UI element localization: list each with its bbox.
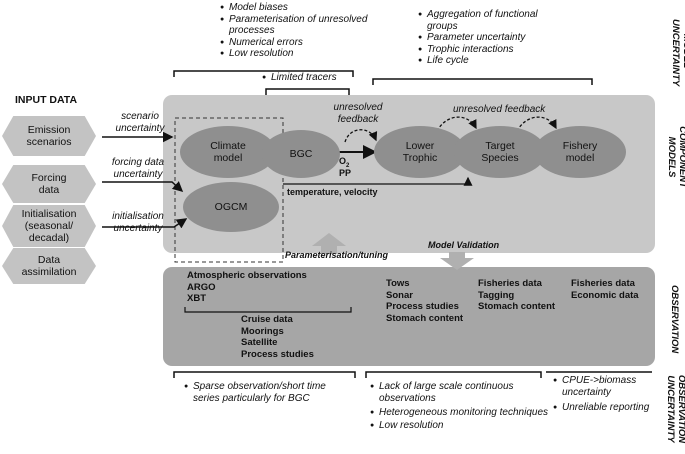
obs-col1-top: Atmospheric observations ARGO XBT — [187, 270, 307, 305]
list-item: ARGO — [187, 281, 216, 293]
connectors-layer — [102, 70, 652, 378]
obs-col2: Tows Sonar Process studies Stomach conte… — [386, 278, 463, 324]
bracket-model-b — [265, 88, 350, 95]
list-item: Aggregation of functional groups — [418, 9, 552, 32]
list-item: Stomach content — [386, 312, 464, 324]
list-item: Limited tracers — [262, 72, 337, 84]
model-uncertainty-list-b: Limited tracers — [262, 72, 337, 84]
model-uncertainty-list-a: Model biases Parameterisation of unresol… — [220, 2, 369, 60]
list-item: Sonar — [386, 289, 413, 301]
model-validation-label: Model Validation — [428, 240, 500, 250]
scenario-uncertainty-text: scenario uncertainty — [115, 111, 165, 134]
input-emission-scenarios: Emission scenarios — [2, 116, 96, 156]
bracket-obs-a — [173, 371, 356, 378]
model-uncertainty-list-c: Aggregation of functional groups Paramet… — [418, 9, 552, 67]
obs-col4: Fisheries data Economic data — [571, 278, 639, 301]
obs-col1-bottom: Cruise data Moorings Satellite Process s… — [241, 314, 314, 360]
list-item: Satellite — [241, 337, 278, 348]
feedback-arc-2 — [436, 116, 477, 132]
list-item: Economic data — [571, 289, 639, 301]
list-item: Numerical errors — [220, 37, 369, 49]
obs-uncertainty-list-c: CPUE->biomass uncertainty Unreliable rep… — [553, 375, 653, 414]
obs-uncertainty-list-a: Sparse observation/short time series par… — [184, 381, 334, 404]
list-item: Atmospheric observations — [187, 270, 307, 281]
list-item: Sparse observation/short time series par… — [184, 381, 334, 404]
arrow-temp-velocity — [283, 176, 473, 186]
input-data-assimilation: Data assimilation — [2, 248, 96, 284]
list-item: Process studies — [241, 348, 314, 360]
list-item: Life cycle — [418, 55, 552, 67]
pp-label: PP — [339, 168, 352, 178]
model-uncertainty-label: MODEL UNCERTAINTY — [670, 19, 685, 87]
list-item: Model biases — [220, 2, 369, 14]
node-lower-trophic: Lower Trophic — [374, 126, 466, 178]
list-item: Moorings — [241, 325, 284, 337]
o2-label: O2 — [339, 156, 350, 169]
feedback-label-2: unresolved feedback — [453, 104, 546, 115]
input-data-heading: INPUT DATA — [15, 94, 78, 106]
node-climate-model: Climate model — [180, 126, 276, 178]
list-item: Trophic interactions — [418, 44, 552, 56]
list-item: Low resolution — [370, 420, 540, 432]
model-validation-arrow — [440, 252, 474, 270]
bracket-model-a — [173, 70, 354, 77]
arrow-forcing — [102, 181, 184, 193]
feedback-label-1: unresolved feedback — [333, 102, 383, 125]
feedback-arc-1 — [344, 129, 378, 143]
list-item: Tagging — [478, 289, 515, 301]
forcing-uncertainty-text: forcing data uncertainty — [111, 157, 165, 180]
list-item: Heterogeneous monitoring techniques — [370, 407, 548, 419]
list-item: Fisheries data — [478, 278, 542, 289]
param-tuning-arrow — [312, 233, 346, 254]
initialisation-uncertainty-text: initialisation uncertainty — [112, 211, 164, 234]
bracket-model-c — [372, 78, 593, 85]
list-item: Lack of large scale continuous observati… — [370, 381, 519, 404]
list-item: Stomach content — [478, 301, 556, 312]
input-initialisation: Initialisation (seasonal/ decadal) — [2, 205, 96, 247]
component-models-label: COMPONENT MODELS — [666, 126, 685, 188]
bracket-xbt — [184, 307, 352, 313]
node-fishery-model: Fishery model — [534, 126, 626, 178]
list-item: Process studies — [386, 301, 459, 312]
temperature-velocity-label: temperature, velocity — [287, 187, 378, 197]
list-item: Fisheries data — [571, 278, 635, 289]
obs-col3: Fisheries data Tagging Stomach content — [478, 278, 555, 313]
node-ogcm: OGCM — [183, 182, 279, 232]
observation-uncertainty-label: OBSERVATION UNCERTAINTY — [665, 374, 685, 444]
list-item: Tows — [386, 278, 410, 289]
list-item: CPUE->biomass uncertainty — [553, 375, 652, 398]
list-item: Parameterisation of unresolved processes — [220, 14, 369, 37]
node-target-species: Target Species — [454, 126, 546, 178]
observation-panel — [163, 267, 655, 366]
list-item: Parameter uncertainty — [418, 32, 552, 44]
obs-uncertainty-list-b: Lack of large scale continuous observati… — [370, 381, 548, 432]
arrow-initialisation — [102, 218, 188, 229]
bracket-obs-b — [365, 371, 542, 378]
list-item: Low resolution — [220, 48, 369, 60]
param-tuning-label: Parameterisation/tuning — [285, 250, 389, 260]
list-item: Cruise data — [241, 314, 293, 325]
input-forcing-data: Forcing data — [2, 165, 96, 203]
list-item: XBT — [187, 293, 206, 304]
observation-label: OBSERVATION — [669, 285, 680, 354]
list-item: Unreliable reporting — [553, 402, 653, 414]
node-bgc: BGC — [262, 130, 340, 178]
feedback-arc-3 — [516, 116, 557, 132]
